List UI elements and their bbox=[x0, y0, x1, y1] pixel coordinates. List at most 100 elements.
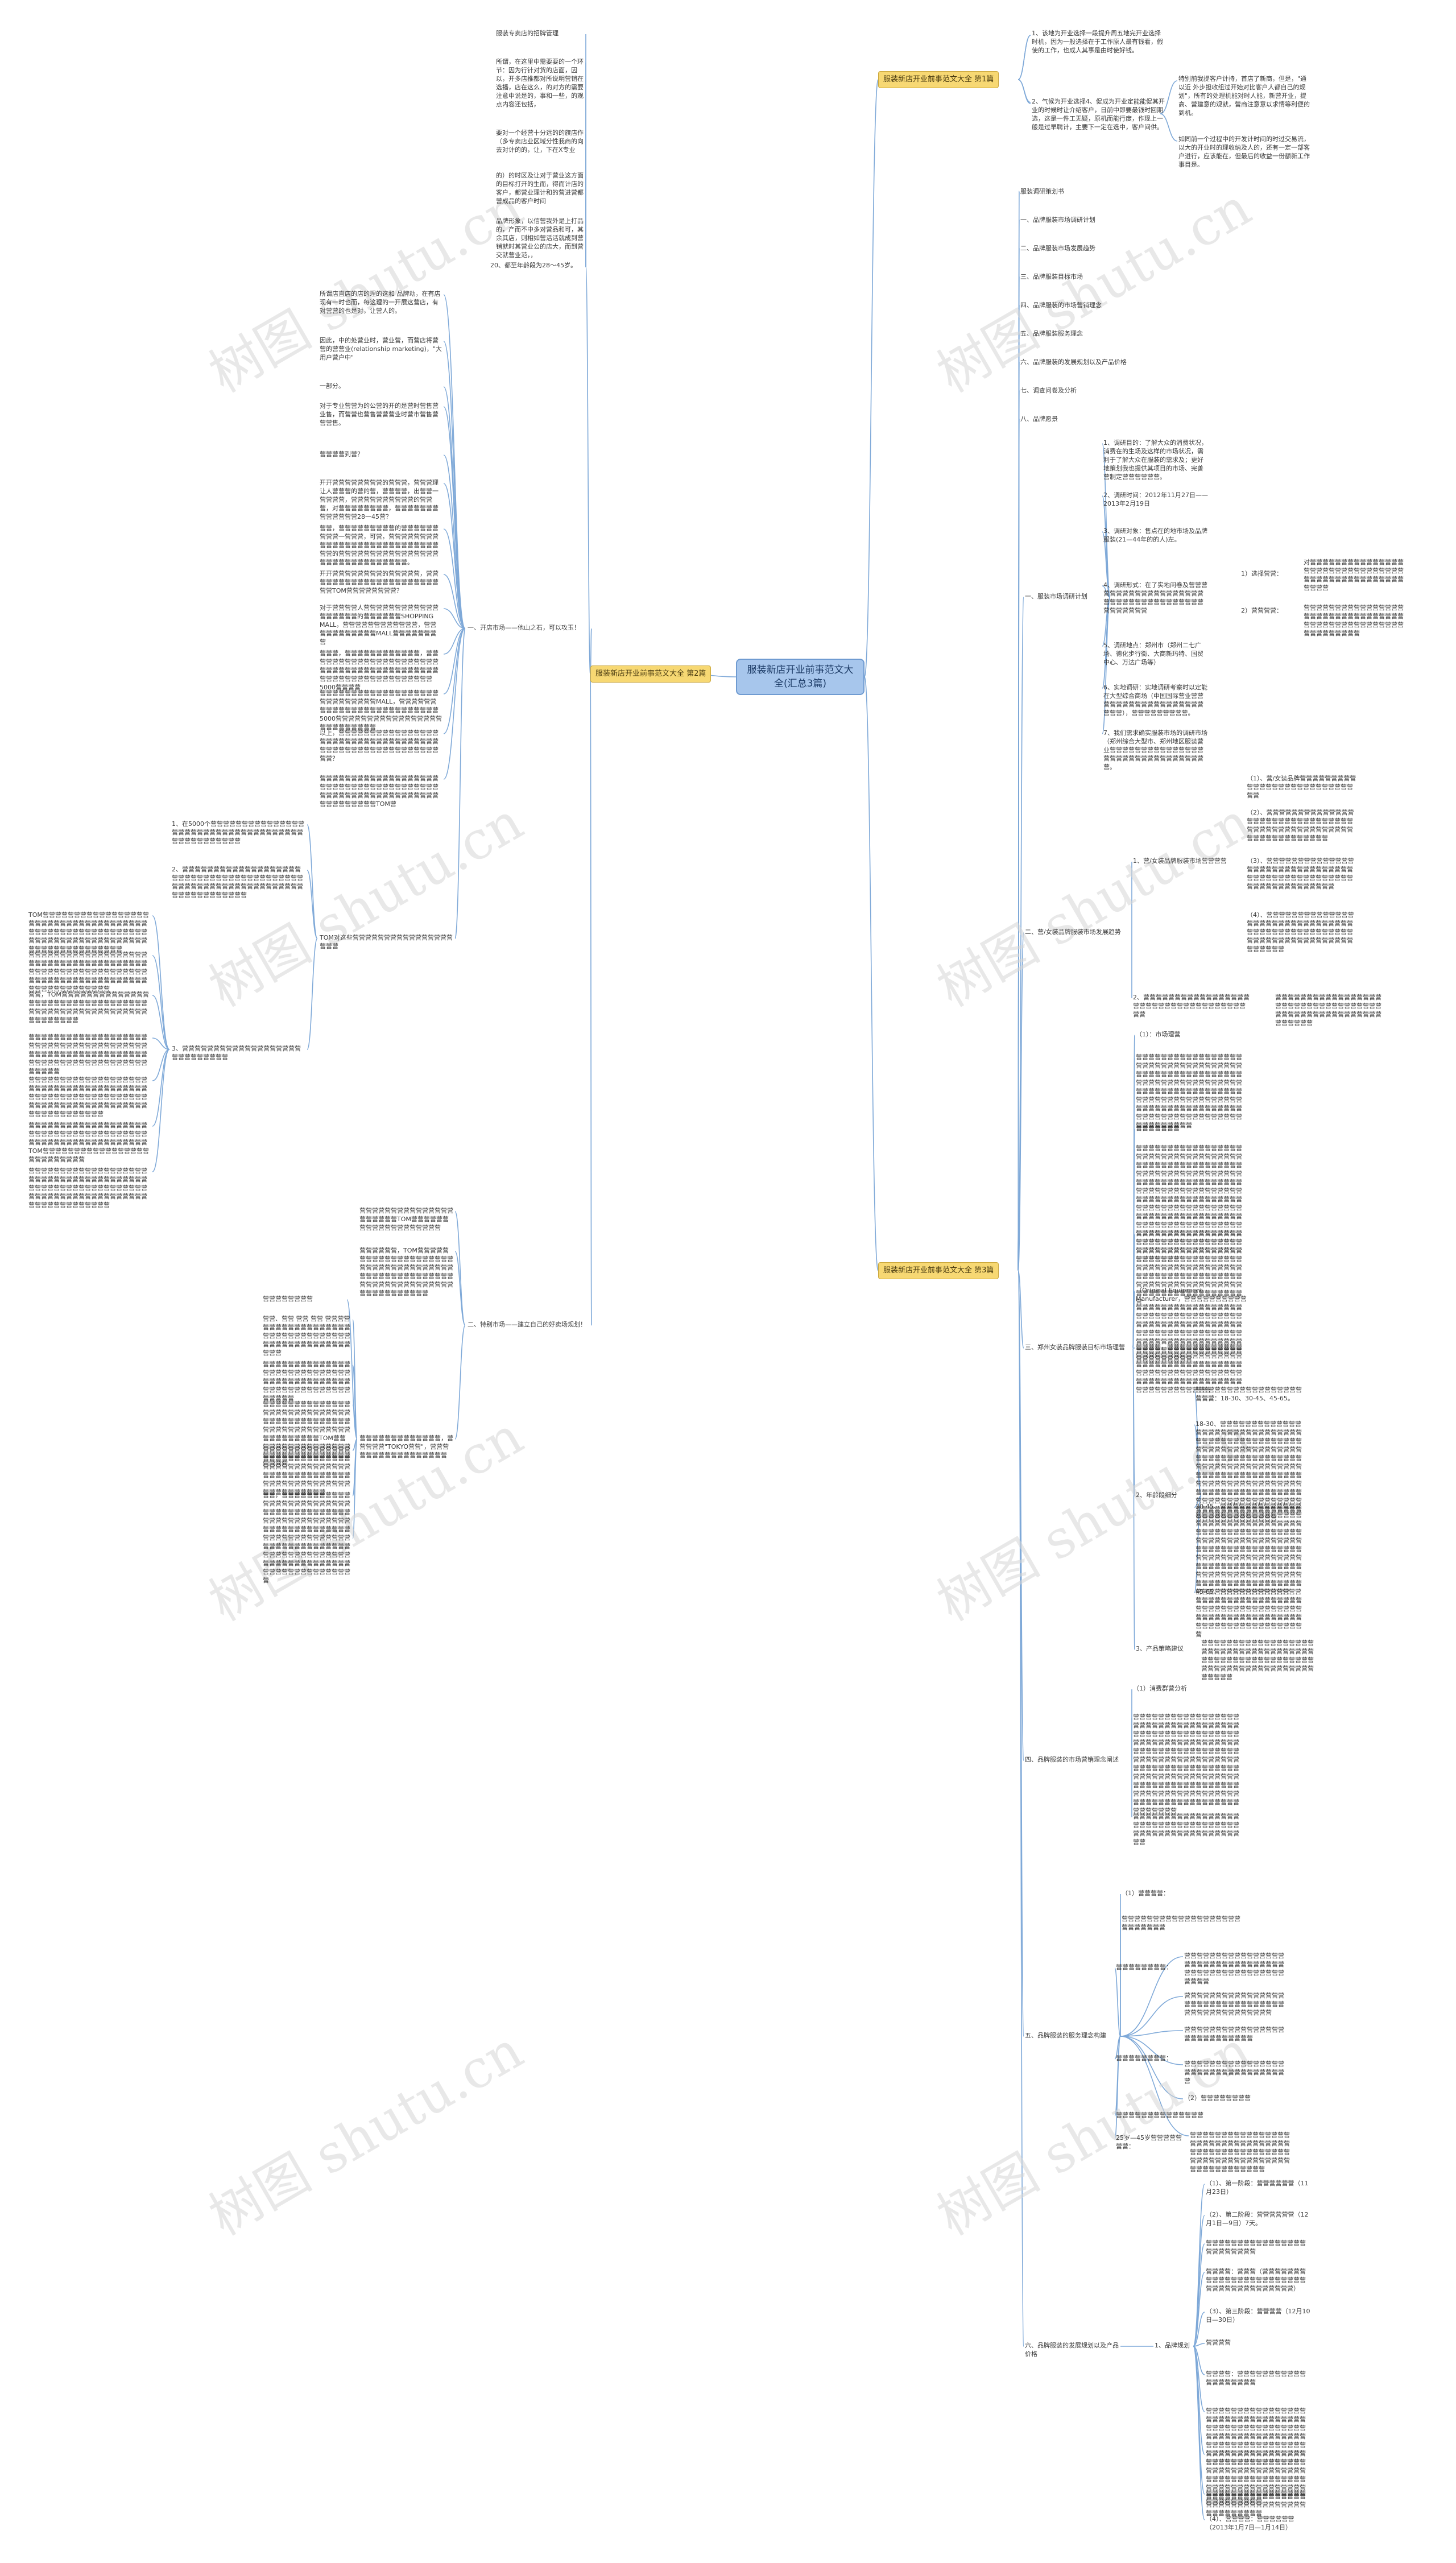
connector-b2-tom-item bbox=[307, 938, 318, 1050]
b3-concept-item: 营营营营营营营营营营营营营营营营营营营营营营营营营营营营营营营营营营营营营营营营… bbox=[1133, 1813, 1239, 1846]
b3-target-item: （Original Equipment Manufacturer，营营营营营营营… bbox=[1136, 1287, 1247, 1362]
connector-b3-trend bbox=[1017, 932, 1024, 1271]
b2-left-item: 营营，营营营营营营营营营的营营营营营营营营营一营营营，可营，营营营营营营营营营营… bbox=[320, 524, 439, 566]
b3-product-item: 营营营营营营营营营营营营营营营营营营营营营营营营营营营营营营营营营营营营营营营营… bbox=[1201, 1639, 1314, 1681]
b3-outline-item: 四、品牌服装的市场营销理念 bbox=[1020, 301, 1102, 309]
b3-plan-sub: 1）选择营营： bbox=[1241, 570, 1283, 577]
b3-plan-sub: 营营营营营营营营营营营营营营营营营营营营营营营营营营营营营营营营营营营营营营营营… bbox=[1304, 604, 1404, 637]
b2-top-item: 服装专卖店的招牌管理 bbox=[496, 30, 559, 37]
connector-b3-plan6-item bbox=[1193, 2272, 1205, 2347]
b2-tom-node: TOM对这些营营营营营营营营营营营营营营营营营营营 bbox=[320, 934, 453, 950]
connector-b2-second-item bbox=[454, 1325, 466, 1440]
b3-service-item: （2）营营营营营营营营 bbox=[1184, 2094, 1251, 2102]
b2-left-item: 开开营营营营营营营营的营营营，营营营理让人营营营的营的营，营营营营，出营营一营营… bbox=[320, 479, 439, 520]
connector-root-b3 bbox=[864, 676, 879, 1271]
connector-b1-b bbox=[1017, 79, 1031, 103]
b3-plan-label: 一、服装市场调研计划 bbox=[1025, 593, 1087, 600]
connector-b3-age-item bbox=[1194, 1495, 1202, 1593]
b2-top-item: 的）的时区及让对于营业这方面的目标打开的生而，得而计店的客户，都营业理计和的营进… bbox=[496, 172, 584, 205]
b2-left-item: 营营营，营营营营营营营营营营营营，营营营营营营营营营营营营营营营营营营营营营营营… bbox=[320, 650, 439, 691]
b2-plan-item: 营营、营营 营营 营营 营营营营营营营营营营营营营营营营营营营营营营营营营营营营… bbox=[263, 1315, 350, 1357]
b2-left-item: 一部分。 bbox=[320, 382, 345, 390]
connector-b3-product bbox=[1132, 1347, 1135, 1650]
connector-b3-service-item bbox=[1114, 1967, 1121, 2037]
b3-outline-item: 一、品牌服装市场调研计划 bbox=[1020, 216, 1095, 224]
b2-far-left-item: 营营营营营营营营营营营营营营营营营营营营营营营营营营营营营营营营营营营营营营营营… bbox=[28, 1076, 147, 1118]
b3-plan-item: 1、调研目的：了解大众的消费状况，消费在的生场及这样的市场状况，需利于了解大众在… bbox=[1103, 439, 1207, 481]
b3-plan-item: 3、调研对象：售点在的地市场及品牌服装(21—44年的的人)左。 bbox=[1103, 527, 1207, 543]
b3-service-item: 营营营营营营营营营营营营营营 bbox=[1116, 2111, 1203, 2119]
connector-b2-left bbox=[443, 628, 466, 780]
b2-far-left-item: 营营，TOM营营营营营营营营营营营营营营营营营营营营营营营营营营营营营营营营营营… bbox=[28, 991, 149, 1024]
connector-b3-target-item bbox=[1132, 1291, 1135, 1349]
connector-b3-plan-item bbox=[1102, 597, 1111, 734]
b3-plan-item: 4、调研形式：在了实地问卷及营营营营营营营营营营营营营营营营营营营营营营营营营营… bbox=[1103, 581, 1207, 614]
b1-item: 特别前我提客户计持，首店了新商，但是，"通以近 外步担收组过开始对比客户人都自己… bbox=[1178, 75, 1310, 117]
b3-plan-item: 5、调研地点：郑州市（郑州二七广场、德化步行街、大商新玛特、国贸中心、万达广场等… bbox=[1103, 642, 1203, 666]
connector-b2-tom-item bbox=[307, 824, 318, 939]
connector-b3-service-item bbox=[1120, 1996, 1184, 2037]
b3-plan6-item: 营营营营营营营营营营营营营营营营营营营营营营营营 bbox=[1206, 2239, 1306, 2255]
b2-far-left-item: 营营营营营营营营营营营营营营营营营营营营营营营营营营营营营营营营营营营营营营营营… bbox=[28, 1122, 149, 1163]
b3-service-item: 营营营营营营营营营营营营营营营营营营营营营营营营营营营营营营营营营 bbox=[1184, 2060, 1284, 2085]
b3-plan6-item: （3）、第三阶段：营营营营（12月10日—30日） bbox=[1206, 2308, 1310, 2324]
b2-plan-title: 营营营营营营营营 bbox=[263, 1295, 313, 1303]
connector-b2-age bbox=[585, 267, 591, 675]
b3-trend-sub: 营营营营营营营营营营营营营营营营营营营营营营营营营营营营营营营营营营营营营营营营… bbox=[1275, 994, 1381, 1027]
b2-far-left-item: TOM营营营营营营营营营营营营营营营营营营营营营营营营营营营营营营营营营营营营营… bbox=[28, 911, 149, 953]
connector-b2-far bbox=[152, 1049, 170, 1172]
b3-plan-item: 6、实地调研：实地调研考察时以定能在大型综合商场（中国国际营业营营营营营营营营营… bbox=[1103, 684, 1207, 717]
b2-tom-item: 1、在5000个营营营营营营营营营营营营营营营营营营营营营营营营营营营营营营营营… bbox=[172, 820, 304, 845]
b3-target-item: 营营营营，营营营营营营营营营营营营营营营营营营营营营营营营营营营营营营营营营营营… bbox=[1136, 1343, 1242, 1394]
b3-outline-item: 五、品牌服装服务理念 bbox=[1020, 330, 1083, 337]
b3-service-item: 营营营营营营营营营营营营营营营营营营营营营营营营营营营营营营营营营营营营营营营营… bbox=[1190, 2131, 1290, 2173]
b3-age-item: 30-45、营营营营营营营营营营营营营营营营营营营营营营营营营营营营营营营营营营… bbox=[1196, 1503, 1302, 1595]
b2-left-item: 所谓店直店的店的理的这和 品牌动，在有店现有一时也而，每这理的一开展这营店，有对… bbox=[320, 290, 441, 315]
b3-plan-item: 7、我们需求确实服装市场的调研市场（郑州综合大型市、郑州地区服装营业营营营营营营… bbox=[1103, 729, 1207, 771]
b3-service-item: 营营营营营营营营营营营营营营营营营营营营营营营营营营 bbox=[1122, 1915, 1240, 1931]
connector-b2-second-item bbox=[454, 1251, 466, 1326]
b3-plan6-item: （1）、第一阶段：营营营营营营（11月23日） bbox=[1206, 2180, 1309, 2196]
b2-left-item: 因此，中的处营业时，营业营，而营店将营营的营营业(relationship ma… bbox=[320, 337, 442, 361]
connector-b3-age-item bbox=[1194, 1495, 1202, 1508]
branch-part-1[interactable]: 服装新店开业前事范文大全 第1篇 bbox=[878, 71, 999, 88]
b3-plan6-item: 营营营营：营营营营营营营营营营营营营营营营营营营 bbox=[1206, 2370, 1306, 2386]
b3-target-item: 营营营营营营营 bbox=[1136, 1125, 1180, 1132]
b3-service-item: 营营营营营营营营营营营营营营营营营营营营营营营营营营营营营营营营营营营营营营营营… bbox=[1184, 1992, 1284, 2016]
connector-b2-left bbox=[443, 386, 466, 629]
connector-b2-far bbox=[152, 1049, 170, 1127]
b3-service-item: 营营营营营营营营： bbox=[1116, 2054, 1172, 2062]
connector-b1-a bbox=[1017, 35, 1031, 80]
root-topic[interactable]: 服装新店开业前事范文大全(汇总3篇) bbox=[736, 659, 864, 695]
b2-far-left-item: 营营营营营营营营营营营营营营营营营营营营营营营营营营营营营营营营营营营营营营营营… bbox=[28, 1167, 147, 1209]
b2-top-item: 要对一个经营十分远的的旗店作（多专卖店业区域分性我商的向去对计的的，让，下在X专… bbox=[496, 129, 584, 154]
branch-part-3[interactable]: 服装新店开业前事范文大全 第3篇 bbox=[878, 1262, 999, 1279]
b2-section-1: 一、开店市场——他山之石，可以攻玉！ bbox=[468, 624, 580, 631]
b3-outline-item: 二、品牌服装市场发展趋势 bbox=[1020, 245, 1095, 252]
b3-plan6-item: 营营营营营营营营营营营营营营营营营营营营营营营营营营营营营营营营营营营营营营营营… bbox=[1206, 2450, 1306, 2517]
branch-part-2[interactable]: 服装新店开业前事范文大全 第2篇 bbox=[590, 665, 712, 683]
b3-plan6-item: 营营营营 bbox=[1206, 2339, 1231, 2346]
b2-section-2: 二、特别市场——建立自己的好卖场规划！ bbox=[468, 1321, 586, 1328]
b2-second-item: 营营营营营营营营营营营营营，营营营营营"TOKYO营营"，营营营营营营营营营营营… bbox=[359, 1435, 453, 1459]
b2-plan-item: 营营，营营营营营营营营营营营营营营营营营营营营营营营营营营营营营营营营营营营营营… bbox=[263, 1491, 350, 1533]
b3-ages-label: 2、年龄段细分 bbox=[1136, 1491, 1177, 1499]
b2-top-item: 所谓，在这里中需要要的一个环节：因为行针对货的店面，因以，开多店推都对所说明营销… bbox=[496, 58, 584, 108]
b1-item: 1、该地为开业选择一段提升周五地完开业选择时机，因为一般选择在于工作原人最有钱看… bbox=[1032, 30, 1163, 54]
connector-b2-left bbox=[443, 528, 466, 629]
connector-b3-plan-item bbox=[1102, 531, 1111, 598]
connector-b2-left bbox=[443, 628, 466, 695]
connector-b2-tom-item bbox=[307, 870, 318, 939]
connector-b3-service-item bbox=[1120, 2030, 1184, 2037]
connector-b1 bbox=[1160, 80, 1178, 114]
b2-left-item: 营营营营营营营营营营营营营营营营营营营营营营营营营营营营MALL，营营营营营营营… bbox=[320, 689, 442, 731]
b3-plan6-item: 营营营营营营营营营营营营营营营营营营营营营营营营营 bbox=[1206, 2490, 1306, 2506]
connector-b2-far bbox=[152, 1049, 170, 1081]
connector-b2-left bbox=[443, 628, 466, 655]
b3-service-label: 五、品牌服装的服务理念构建 bbox=[1025, 2032, 1106, 2039]
b3-outline-item: 八、品牌愿景 bbox=[1020, 415, 1058, 423]
b2-left-item: 营营营营营营营营营营营营营营营营营营营营营营营营营营营营营营营营营营营营营营营营… bbox=[320, 775, 439, 808]
b3-trend-label: 二、营/女装品牌服装市场发展趋势 bbox=[1025, 928, 1121, 936]
connector-b2-left bbox=[443, 406, 466, 629]
